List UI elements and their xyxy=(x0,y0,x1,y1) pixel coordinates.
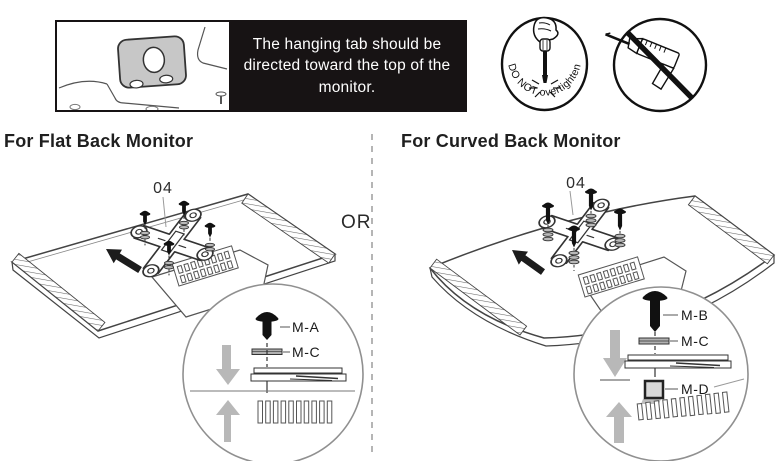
hanging-tab-illustration xyxy=(58,26,228,110)
prohibition-slash xyxy=(625,30,694,100)
vent-band-top xyxy=(241,193,336,264)
direction-arrow-icon xyxy=(106,249,142,273)
screw-m-b xyxy=(642,291,668,332)
hook-up-arrow-icon xyxy=(606,402,632,443)
screws-and-spacers xyxy=(139,200,216,276)
or-label: OR xyxy=(341,212,372,233)
monitor-vent-slots xyxy=(636,391,730,421)
note-panel: The hanging tab should be directed towar… xyxy=(229,22,465,110)
monitor-vent-slots xyxy=(257,400,333,424)
do-not-overtighten-icon: DO NOT overtighten xyxy=(500,16,589,112)
warning-icons: DO NOT overtighten xyxy=(500,16,708,113)
note-text: The hanging tab should be directed towar… xyxy=(243,35,451,96)
hanging-tab xyxy=(117,35,187,89)
direction-arrow-icon xyxy=(512,250,545,275)
dashed-divider xyxy=(371,134,373,456)
callout-m-d: M-D xyxy=(681,381,709,397)
callout-m-a: M-A xyxy=(292,319,320,335)
vent-band-left xyxy=(11,252,106,332)
insert-down-arrow-icon xyxy=(603,330,627,377)
curved-monitor-diagram: 04 M-B M-C xyxy=(428,175,776,461)
screwdriver-hand-icon xyxy=(529,16,561,98)
curved-detail-circle: M-B M-C M-D xyxy=(573,286,749,461)
bracket-cross-section xyxy=(624,354,732,377)
stress-burst xyxy=(529,79,561,98)
part-leader xyxy=(162,196,167,228)
vent-band-top xyxy=(687,195,775,265)
pad-m-d xyxy=(643,379,665,400)
part-leader xyxy=(569,190,574,216)
bracket-cross-section xyxy=(250,367,347,393)
flat-monitor-diagram: 04 M-A M-C xyxy=(10,180,364,461)
flat-monitor-title: For Flat Back Monitor xyxy=(4,131,194,151)
curved-monitor-title: For Curved Back Monitor xyxy=(401,131,621,151)
hanging-tab-note-box: The hanging tab should be directed towar… xyxy=(55,20,467,112)
flat-detail-circle: M-A M-C xyxy=(182,283,364,461)
screws-and-spacers xyxy=(542,188,626,271)
screw-m-a xyxy=(255,312,279,340)
part-number: 04 xyxy=(566,175,586,192)
callout-m-c: M-C xyxy=(681,333,709,349)
callout-m-c: M-C xyxy=(292,344,320,360)
vent-band-left xyxy=(429,258,528,336)
hook-up-arrow-icon xyxy=(216,400,240,442)
part-number: 04 xyxy=(153,180,173,197)
callout-m-b: M-B xyxy=(681,307,708,323)
insert-down-arrow-icon xyxy=(216,345,240,385)
no-drill-icon xyxy=(605,17,708,113)
